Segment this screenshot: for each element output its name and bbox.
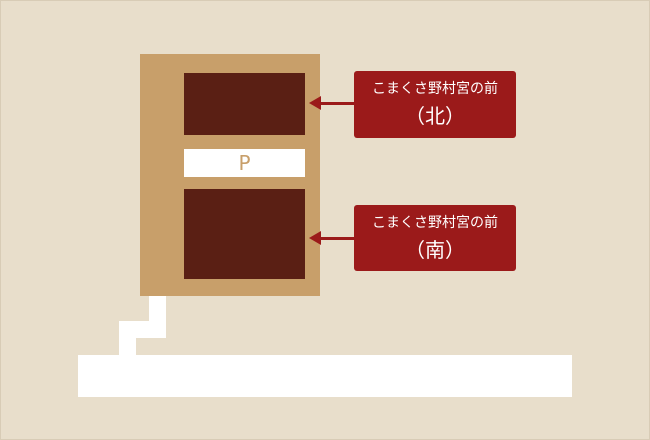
callout-north-name: こまくさ野村宮の前 (372, 81, 498, 97)
arrow-north-line (319, 102, 355, 105)
arrow-south-icon (309, 231, 321, 245)
callout-north-direction: （北） (405, 104, 465, 128)
main-road (78, 355, 572, 397)
arrow-north-icon (309, 96, 321, 110)
access-road-segment (149, 295, 166, 335)
callout-south[interactable]: こまくさ野村宮の前 （南） (354, 205, 516, 271)
building-north[interactable] (184, 73, 305, 135)
callout-south-name: こまくさ野村宮の前 (372, 215, 498, 231)
building-south[interactable] (184, 189, 305, 279)
callout-north[interactable]: こまくさ野村宮の前 （北） (354, 71, 516, 138)
arrow-south-line (319, 237, 355, 240)
parking-area[interactable]: P (184, 149, 305, 177)
callout-south-direction: （南） (405, 238, 465, 262)
